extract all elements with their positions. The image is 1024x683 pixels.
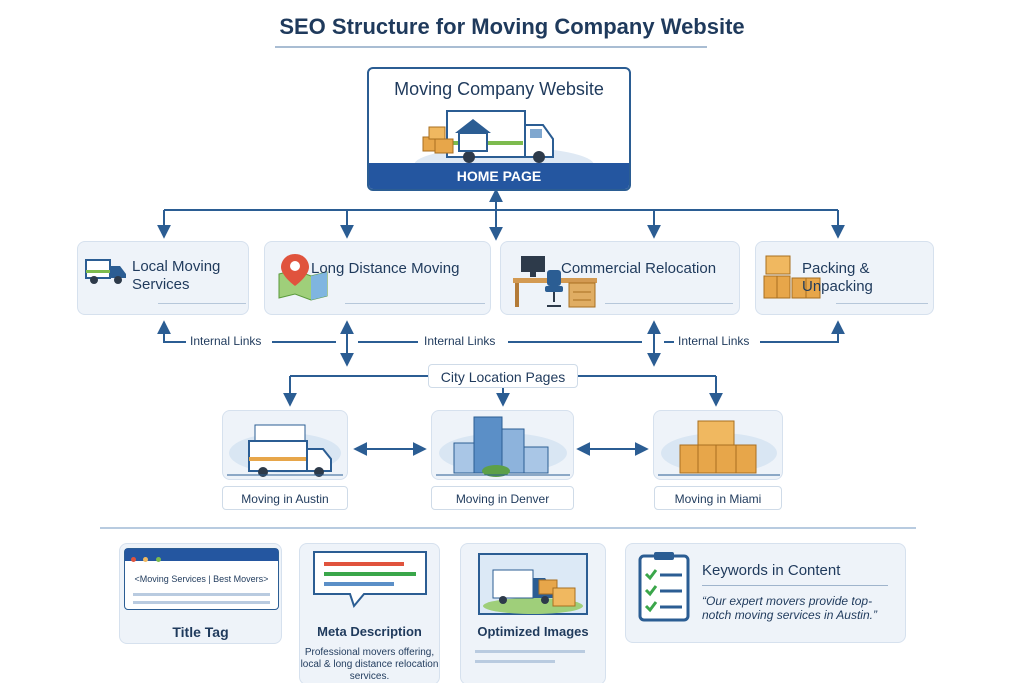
- service-label: Long Distance Moving: [311, 260, 460, 277]
- internal-links-label: Internal Links: [420, 334, 500, 348]
- skyline-decoration: [158, 303, 246, 304]
- city-label-miami: Moving in Miami: [654, 486, 782, 510]
- city-card-austin[interactable]: [222, 410, 348, 480]
- home-page-card[interactable]: Moving Company Website HOME PAGE: [367, 67, 631, 191]
- service-label: Packing & Unpacking: [802, 260, 873, 295]
- truck-icon: [85, 259, 126, 284]
- checklist-clipboard-icon: [638, 552, 690, 622]
- skyline-decoration: [345, 303, 485, 304]
- text-line-placeholder: [133, 593, 270, 596]
- office-desk-icon: [513, 256, 597, 308]
- diagram-title: SEO Structure for Moving Company Website: [279, 14, 745, 39]
- yellow-dot-icon: [143, 557, 149, 562]
- miami-boxes-illustration: [658, 420, 780, 476]
- seo-card-optimized-images[interactable]: Optimized Images: [460, 543, 606, 683]
- city-card-miami[interactable]: [653, 410, 783, 480]
- city-label-austin: Moving in Austin: [222, 486, 348, 510]
- home-site-name: Moving Company Website: [394, 79, 604, 99]
- city-location-pages-label: City Location Pages: [428, 364, 578, 388]
- city-label-denver: Moving in Denver: [431, 486, 574, 510]
- seo-card-title: Optimized Images: [477, 624, 589, 639]
- boxes-icon: [763, 255, 821, 299]
- section-divider: [100, 527, 916, 529]
- service-card-long-distance[interactable]: Long Distance Moving: [264, 241, 491, 315]
- seo-card-meta-description[interactable]: Meta Description Professional movers off…: [299, 543, 440, 683]
- green-dot-icon: [155, 557, 161, 562]
- service-card-packing[interactable]: Packing & Unpacking: [755, 241, 934, 315]
- seo-card-keywords[interactable]: Keywords in Content “Our expert movers p…: [625, 543, 906, 643]
- text-line-placeholder: [133, 601, 270, 604]
- text-line-placeholder: [475, 650, 585, 653]
- browser-window: <Moving Services | Best Movers>: [124, 548, 279, 610]
- speech-bubble-icon: [313, 551, 427, 609]
- internal-links-label: Internal Links: [186, 334, 266, 348]
- red-dot-icon: [131, 557, 136, 562]
- map-pin-icon: [278, 254, 328, 301]
- denver-buildings-illustration: [436, 416, 570, 477]
- seo-card-title: Keywords in Content: [702, 562, 841, 579]
- meta-description-text: Professional movers offering, local & lo…: [300, 647, 439, 682]
- service-label: Commercial Relocation: [561, 260, 717, 277]
- browser-title-text: <Moving Services | Best Movers>: [134, 574, 269, 584]
- keyword-quote: “Our expert movers provide top- notch mo…: [702, 594, 877, 622]
- browser-titlebar: [125, 549, 278, 562]
- seo-card-title-tag[interactable]: <Moving Services | Best Movers> Title Ta…: [119, 543, 282, 644]
- home-page-label: HOME PAGE: [369, 163, 629, 189]
- truck-photo-icon: [478, 553, 588, 615]
- seo-card-title: Meta Description: [317, 624, 422, 639]
- text-line-placeholder: [475, 660, 555, 663]
- seo-card-title: Title Tag: [172, 624, 229, 640]
- service-card-local-moving[interactable]: Local Moving Services: [77, 241, 249, 315]
- service-label: Local Moving Services: [132, 258, 221, 293]
- austin-truck-illustration: [227, 424, 343, 477]
- city-card-denver[interactable]: [431, 410, 574, 480]
- service-card-commercial[interactable]: Commercial Relocation: [500, 241, 740, 315]
- keywords-underline: [702, 585, 888, 586]
- internal-link-3-right: [760, 320, 845, 343]
- skyline-decoration: [836, 303, 928, 304]
- skyline-decoration: [605, 303, 733, 304]
- title-underline: [275, 46, 707, 48]
- internal-links-label: Internal Links: [674, 334, 754, 348]
- internal-link-1-left: [157, 320, 186, 343]
